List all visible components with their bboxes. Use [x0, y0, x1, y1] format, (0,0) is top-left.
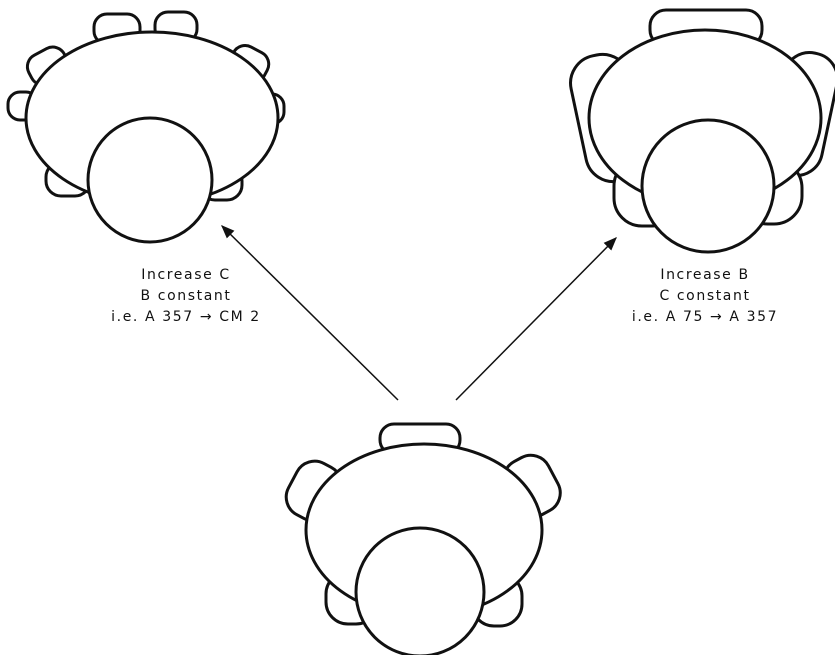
head: [86, 116, 214, 244]
caption-left-line-1: Increase C: [141, 267, 231, 283]
figure-top-right: [569, 8, 835, 254]
figure-bottom: [284, 422, 562, 655]
head: [640, 118, 776, 254]
figure-top-left: [6, 10, 286, 244]
caption-left-line-3: i.e. A 357 → CM 2: [111, 309, 261, 325]
arrow-to-top-left: [221, 225, 399, 401]
caption-right-line-3: i.e. A 75 → A 357: [631, 309, 779, 325]
caption-right-line-2: C constant: [659, 288, 751, 304]
head: [354, 526, 486, 655]
caption-left-line-2: B constant: [140, 288, 232, 304]
caption-right: Increase B C constant i.e. A 75 → A 357: [610, 265, 800, 328]
arrow-to-top-right: [455, 237, 617, 401]
caption-right-line-1: Increase B: [660, 267, 750, 283]
caption-left: Increase C B constant i.e. A 357 → CM 2: [96, 265, 276, 328]
